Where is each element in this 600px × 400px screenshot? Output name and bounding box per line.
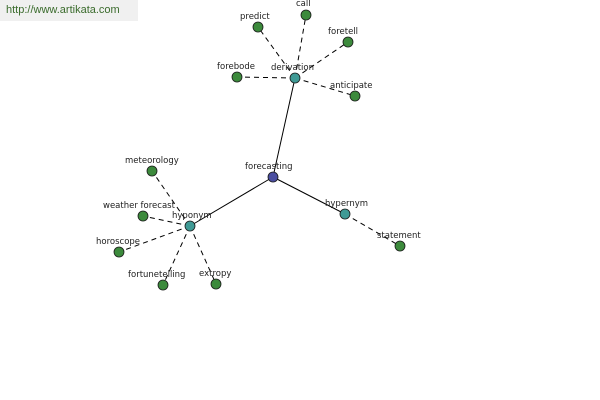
edge-forecasting-hypernym xyxy=(272,176,346,215)
edge-hyponym-weather-forecast xyxy=(142,215,191,227)
label-meteorology[interactable]: meteorology xyxy=(125,156,179,166)
site-url-link[interactable]: http://www.artikata.com xyxy=(6,4,120,16)
edge-derivation-foretell xyxy=(294,41,349,79)
label-hyponym[interactable]: hyponym xyxy=(172,211,212,221)
edge-forecasting-derivation xyxy=(272,77,296,178)
node-leaf-horoscope[interactable] xyxy=(113,246,125,258)
graph-edges xyxy=(118,14,401,286)
node-leaf-foretell[interactable] xyxy=(342,36,354,48)
edge-hypernym-statement xyxy=(344,213,401,247)
label-foretell[interactable]: foretell xyxy=(328,27,358,37)
label-derivation[interactable]: derivation xyxy=(271,63,314,73)
label-extropy[interactable]: extropy xyxy=(199,269,231,279)
graph-labels: forecasting derivation hyponym hypernym pred… xyxy=(96,0,421,280)
edge-hyponym-meteorology xyxy=(151,170,191,227)
node-leaf-meteorology[interactable] xyxy=(146,165,158,177)
label-forebode[interactable]: forebode xyxy=(217,62,255,72)
site-banner: http://www.artikata.com xyxy=(0,0,138,21)
edge-derivation-anticipate xyxy=(294,77,356,97)
edge-forecasting-hyponym xyxy=(189,176,274,227)
edge-hyponym-extropy xyxy=(189,225,217,285)
node-relation-derivation[interactable] xyxy=(289,72,301,84)
edge-derivation-predict xyxy=(257,26,296,79)
label-hypernym[interactable]: hypernym xyxy=(325,199,368,209)
node-leaf-extropy[interactable] xyxy=(210,278,222,290)
edge-hyponym-fortunetelling xyxy=(162,225,191,286)
node-leaf-predict[interactable] xyxy=(252,21,264,33)
label-fortunetelling[interactable]: fortunetelling xyxy=(128,270,185,280)
label-forecasting[interactable]: forecasting xyxy=(245,162,293,172)
node-relation-hypernym[interactable] xyxy=(339,208,351,220)
graph-nodes xyxy=(113,9,406,291)
edge-derivation-forebode xyxy=(236,76,296,79)
node-leaf-call[interactable] xyxy=(300,9,312,21)
label-weather-forecast[interactable]: weather forecast xyxy=(103,201,176,211)
node-leaf-forebode[interactable] xyxy=(231,71,243,83)
edge-derivation-call xyxy=(294,14,307,79)
label-statement[interactable]: statement xyxy=(377,231,421,241)
node-leaf-fortunetelling[interactable] xyxy=(157,279,169,291)
label-call[interactable]: call xyxy=(296,0,311,9)
node-leaf-anticipate[interactable] xyxy=(349,90,361,102)
edge-hyponym-horoscope xyxy=(118,225,191,253)
label-predict[interactable]: predict xyxy=(240,12,270,22)
node-root-forecasting[interactable] xyxy=(267,171,279,183)
node-relation-hyponym[interactable] xyxy=(184,220,196,232)
node-leaf-statement[interactable] xyxy=(394,240,406,252)
label-anticipate[interactable]: anticipate xyxy=(330,81,373,91)
label-horoscope[interactable]: horoscope xyxy=(96,237,140,247)
node-leaf-weather-forecast[interactable] xyxy=(137,210,149,222)
